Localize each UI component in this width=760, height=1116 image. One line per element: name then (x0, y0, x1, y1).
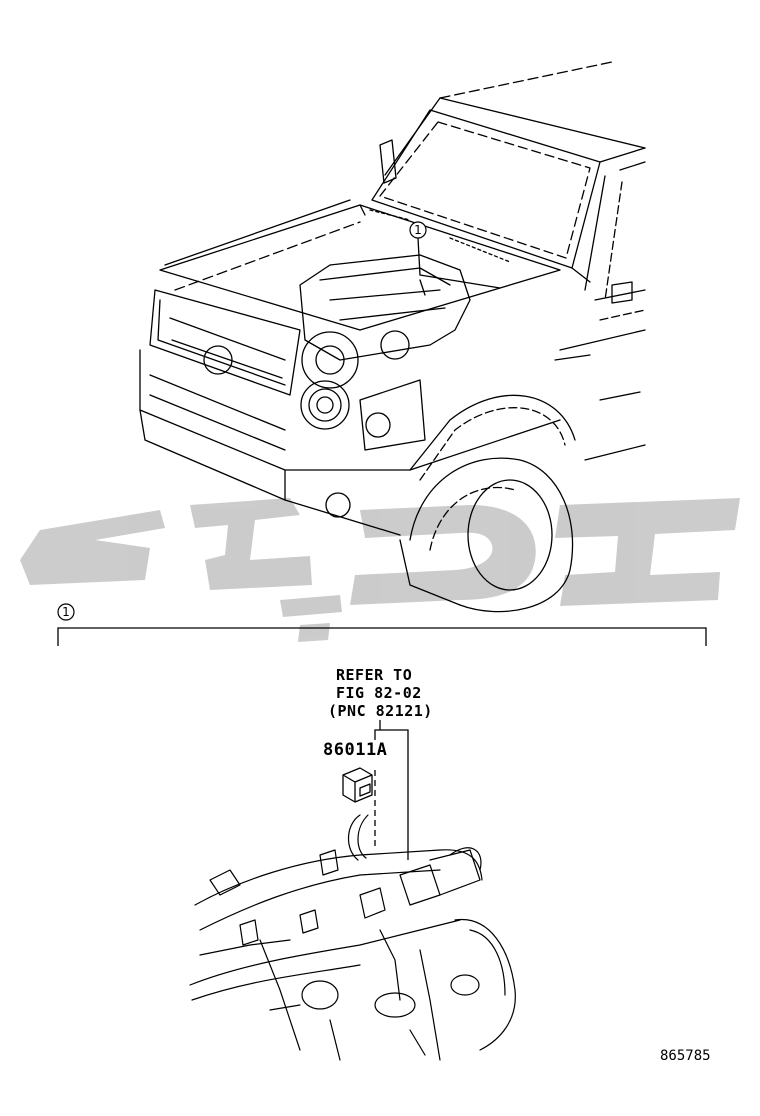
watermark-logo (20, 498, 740, 642)
refer-line-1: REFER TO (336, 666, 413, 684)
callout-number-section: 1 (62, 605, 70, 619)
connector-86011a (342, 767, 373, 803)
refer-line-2: FIG 82-02 (336, 684, 422, 702)
callout-marker-section (57, 603, 75, 621)
part-number-label: 86011A (323, 740, 388, 760)
reference-leader-lines (374, 720, 409, 860)
callout-number-top: 1 (414, 223, 422, 237)
callout-marker-top (409, 221, 427, 239)
wire-harness-illustration (189, 814, 516, 1061)
vehicle-illustration (139, 61, 646, 613)
section-bracket (57, 627, 707, 646)
refer-line-3: (PNC 82121) (328, 702, 433, 720)
figure-id: 865785 (660, 1048, 711, 1064)
